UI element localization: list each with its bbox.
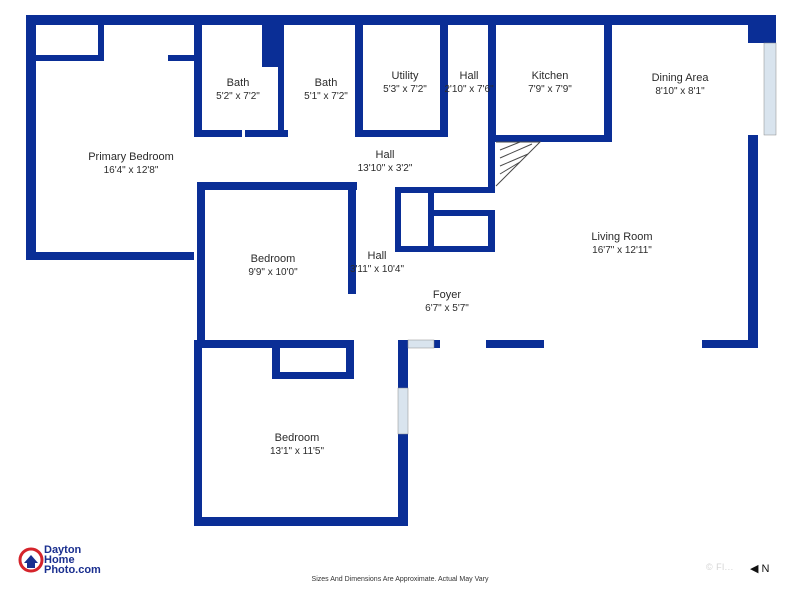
disclaimer-note: Sizes And Dimensions Are Approximate. Ac… [311,576,489,583]
room-name: Hall [459,70,479,82]
room-label-utility: Utility 5'3" x 7'2" [383,69,427,97]
room-name: Foyer [432,289,462,301]
room-dimensions: 3'11" x 10'4" [349,264,405,275]
room-name: Bedroom [250,253,296,265]
room-label-living-room: Living Room 16'7" x 12'11" [591,230,652,258]
dayton-home-photo-logo-icon [18,547,44,573]
compass: ◀ N [750,562,769,575]
windows [397,42,777,435]
room-label-bedroom-middle: Bedroom 9'9" x 10'0" [248,252,297,280]
walls [26,15,776,526]
room-label-foyer: Foyer 6'7" x 5'7" [425,288,469,316]
room-dimensions: 5'2" x 7'2" [216,91,260,102]
room-name: Primary Bedroom [88,151,174,163]
room-label-hall-upper: Hall 2'10" x 7'6" [444,69,493,97]
room-label-hall-center: Hall 13'10" x 3'2" [358,148,413,176]
room-name: Hall [367,250,387,262]
room-dimensions: 8'10" x 8'1" [655,86,705,97]
room-dimensions: 7'9" x 7'9" [528,84,572,95]
room-label-hall-vertical: Hall 3'11" x 10'4" [350,249,404,277]
room-dimensions: 5'1" x 7'2" [304,91,348,102]
room-label-bath-1: Bath 5'2" x 7'2" [216,76,260,104]
room-label-primary-bedroom: Primary Bedroom 16'4" x 12'8" [88,150,174,178]
logo-line-1: Dayton [44,544,82,556]
stairs [495,141,542,187]
room-dimensions: 16'7" x 12'11" [592,245,652,256]
room-dimensions: 16'4" x 12'8" [103,165,159,176]
logo-line-3: Photo.com [44,564,101,576]
room-name: Kitchen [531,70,569,82]
room-dimensions: 6'7" x 5'7" [425,303,469,314]
logo-line-2: Home [44,554,75,566]
room-name: Hall [375,149,395,161]
logo-text: Dayton Home Photo.com [44,544,101,576]
room-dimensions: 13'10" x 3'2" [357,163,413,174]
room-dimensions: 5'3" x 7'2" [383,84,427,95]
room-name: Utility [391,70,419,82]
room-name: Living Room [591,231,653,243]
north-arrow-icon: ◀ [750,563,759,575]
compass-label: N [761,563,770,575]
room-label-dining-area: Dining Area 8'10" x 8'1" [652,71,709,99]
room-name: Bath [226,77,250,89]
room-dimensions: 2'10" x 7'6" [444,84,494,95]
room-label-kitchen: Kitchen 7'9" x 7'9" [528,69,572,97]
room-label-bath-2: Bath 5'1" x 7'2" [304,76,348,104]
room-dimensions: 9'9" x 10'0" [248,267,298,278]
room-label-bedroom-lower: Bedroom 13'1" x 11'5" [270,431,324,459]
watermark: © Fl... [706,562,734,572]
room-name: Bath [314,77,338,89]
room-name: Dining Area [651,72,709,84]
room-dimensions: 13'1" x 11'5" [269,446,325,457]
room-name: Bedroom [274,432,320,444]
